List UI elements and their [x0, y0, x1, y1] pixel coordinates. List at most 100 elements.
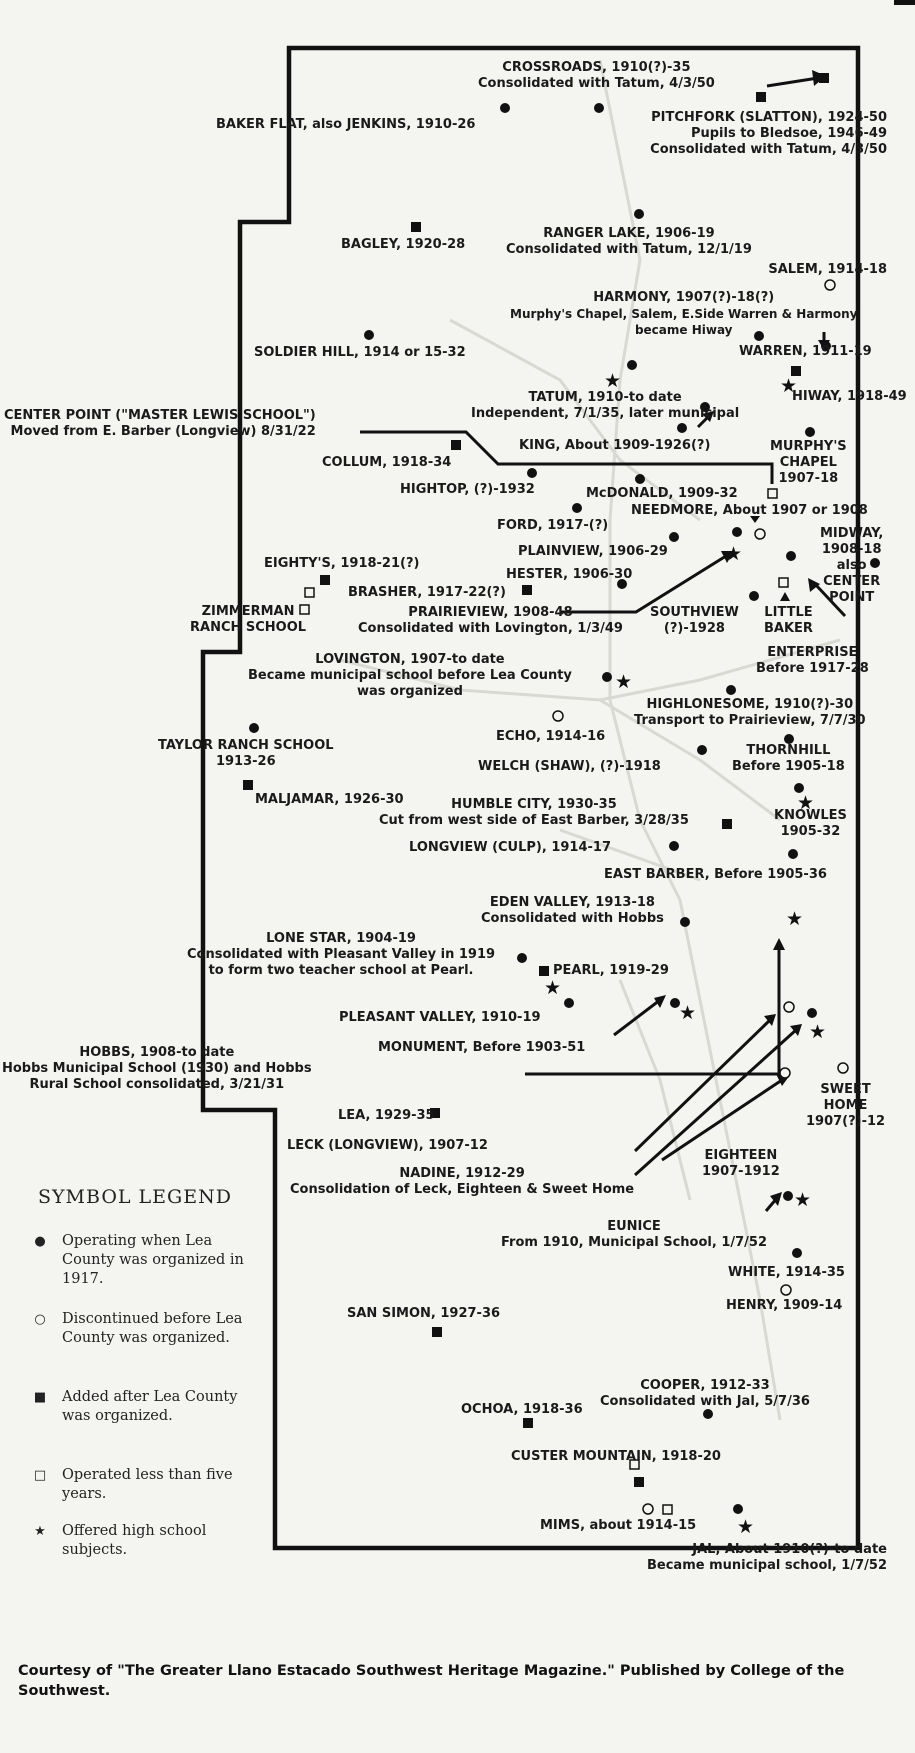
filled-circle-icon: ●: [34, 1234, 46, 1249]
label-eunice-note: From 1910, Municipal School, 1/7/52: [501, 1235, 768, 1250]
label-thornhill-name: THORNHILL: [746, 743, 831, 758]
label-nadine-note: Consolidation of Leck, Eighteen & Sweet …: [290, 1182, 635, 1197]
label-murphys-line-1: MURPHY'S: [770, 439, 847, 454]
svg-text:★: ★: [544, 977, 561, 999]
label-white: WHITE, 1914-35: [728, 1265, 845, 1280]
legend-item-short-lived: □ Operated less than five years.: [30, 1466, 260, 1508]
legend-item-text: Offered high school subjects.: [62, 1523, 207, 1558]
small-markers: [750, 516, 790, 601]
label-midway-also: also: [836, 558, 867, 573]
label-leck: LECK (LONGVIEW), 1907-12: [287, 1138, 488, 1153]
label-enterprise-name: ENTERPRISE: [767, 645, 858, 660]
svg-text:★: ★: [794, 1189, 811, 1211]
label-knowles-years: 1905-32: [780, 824, 841, 839]
legend-item-added: ■ Added after Lea County was organized.: [30, 1388, 260, 1450]
label-center-point-name: CENTER POINT ("MASTER LEWIS SCHOOL"): [4, 408, 316, 423]
label-east-barber: EAST BARBER, Before 1905-36: [604, 867, 827, 882]
legend-item-text: Operating when Lea County was organized …: [62, 1233, 244, 1287]
operating-schools: [249, 103, 880, 1514]
legend-item-discontinued: ○ Discontinued before Lea County was org…: [30, 1310, 260, 1372]
corner-mark: [894, 0, 915, 5]
label-nadine-name: NADINE, 1912-29: [399, 1166, 525, 1181]
label-cooper: COOPER, 1912-33 Consolidated with Jal, 5…: [600, 1378, 810, 1410]
label-lovington-note-1: Became municipal school before Lea Count…: [248, 668, 572, 683]
label-eden-valley: EDEN VALLEY, 1913-18 Consolidated with H…: [481, 895, 664, 927]
label-little-baker-line-2: BAKER: [764, 621, 813, 636]
label-southview-name: SOUTHVIEW: [650, 605, 739, 620]
label-zimmerman-line-1: ZIMMERMAN: [201, 604, 295, 619]
label-pearl: PEARL, 1919-29: [553, 963, 669, 978]
label-tatum: TATUM, 1910-to date Independent, 7/1/35,…: [471, 390, 739, 422]
label-highlonesome-name: HIGHLONESOME, 1910(?)-30: [646, 697, 854, 712]
label-little-baker-line-1: LITTLE: [764, 605, 813, 620]
label-baker-flat: BAKER FLAT, also JENKINS, 1910-26: [216, 117, 476, 132]
label-enterprise-years: Before 1917-28: [756, 661, 869, 676]
filled-square-icon: ■: [33, 1390, 47, 1405]
arrowheads: [654, 70, 830, 1206]
label-southview: SOUTHVIEW (?)-1928: [650, 605, 739, 637]
label-eighteen-years: 1907-1912: [702, 1164, 780, 1179]
label-mcdonald: McDONALD, 1909-32: [586, 486, 738, 501]
label-humble-city: HUMBLE CITY, 1930-35 Cut from west side …: [379, 797, 689, 829]
label-taylor-ranch-name: TAYLOR RANCH SCHOOL: [158, 738, 334, 753]
legend-item-text: Operated less than five years.: [62, 1467, 233, 1502]
label-harmony-note-2: became Hiway: [634, 323, 733, 337]
label-hobbs-note-2: Rural School consolidated, 3/21/31: [29, 1077, 285, 1092]
svg-text:★: ★: [797, 792, 814, 814]
label-longview-culp: LONGVIEW (CULP), 1914-17: [409, 840, 611, 855]
legend-item-text: Discontinued before Lea County was organ…: [62, 1311, 243, 1346]
label-sweet-home-line-2: HOME: [823, 1098, 868, 1113]
label-sweet-home-years: 1907(?)-12: [806, 1114, 886, 1129]
label-henry: HENRY, 1909-14: [726, 1298, 843, 1313]
label-taylor-ranch: TAYLOR RANCH SCHOOL 1913-26: [158, 738, 334, 770]
label-echo: ECHO, 1914-16: [496, 729, 606, 744]
high-school-stars: ★★ ★★ ★★ ★★ ★★ ★: [544, 370, 826, 1538]
label-mims: MIMS, about 1914-15: [540, 1518, 697, 1533]
label-zimmerman: ZIMMERMAN RANCH SCHOOL: [190, 604, 306, 636]
label-lone-star: LONE STAR, 1904-19 Consolidated with Ple…: [187, 931, 495, 979]
svg-text:★: ★: [809, 1021, 826, 1043]
label-jal: JAL, About 1910(?)-to date Became munici…: [647, 1542, 887, 1574]
label-hobbs: HOBBS, 1908-to date Hobbs Municipal Scho…: [2, 1045, 312, 1093]
label-eighteen: EIGHTEEN 1907-1912: [702, 1148, 780, 1180]
label-ford: FORD, 1917-(?): [497, 518, 609, 533]
label-zimmerman-line-2: RANCH SCHOOL: [190, 620, 307, 635]
label-bagley: BAGLEY, 1920-28: [341, 237, 466, 252]
label-tatum-name: TATUM, 1910-to date: [528, 390, 682, 405]
open-circle-icon: ○: [34, 1312, 46, 1327]
label-humble-city-name: HUMBLE CITY, 1930-35: [451, 797, 617, 812]
label-pitchfork-note-2: Consolidated with Tatum, 4/3/50: [650, 142, 887, 157]
label-brasher: BRASHER, 1917-22(?): [348, 585, 506, 600]
label-midway-years: 1908-18: [821, 542, 882, 557]
label-highlonesome-note: Transport to Prairieview, 7/7/30: [634, 713, 866, 728]
label-ranger-lake: RANGER LAKE, 1906-19 Consolidated with T…: [506, 226, 752, 258]
label-crossroads-note: Consolidated with Tatum, 4/3/50: [478, 76, 715, 91]
label-eightys: EIGHTY'S, 1918-21(?): [264, 556, 420, 571]
label-san-simon: SAN SIMON, 1927-36: [347, 1306, 501, 1321]
label-eunice-name: EUNICE: [607, 1219, 661, 1234]
label-cooper-note: Consolidated with Jal, 5/7/36: [600, 1394, 810, 1409]
label-lovington: LOVINGTON, 1907-to date Became municipal…: [248, 652, 572, 700]
label-knowles: KNOWLES 1905-32: [774, 808, 847, 840]
label-pitchfork: PITCHFORK (SLATTON), 1924-50 Pupils to B…: [650, 110, 887, 158]
legend-item-high-school: ★ Offered high school subjects.: [30, 1522, 260, 1564]
label-plainview: PLAINVIEW, 1906-29: [518, 544, 668, 559]
label-midway: MIDWAY, 1908-18 also CENTER POINT: [820, 526, 883, 606]
legend-title: SYMBOL LEGEND: [38, 1186, 232, 1208]
legend-item-operating: ● Operating when Lea County was organize…: [30, 1232, 260, 1294]
label-lone-star-note-2: to form two teacher school at Pearl.: [208, 963, 474, 978]
label-hobbs-note-1: Hobbs Municipal School (1930) and Hobbs: [2, 1061, 312, 1076]
label-center-point-note: Moved from E. Barber (Longview) 8/31/22: [10, 424, 316, 439]
label-harmony-note-1: Murphy's Chapel, Salem, E.Side Warren & …: [510, 307, 858, 321]
label-jal-name: JAL, About 1910(?)-to date: [692, 1542, 887, 1557]
label-pleasant-valley: PLEASANT VALLEY, 1910-19: [339, 1010, 541, 1025]
label-ranger-lake-note: Consolidated with Tatum, 12/1/19: [506, 242, 752, 257]
label-maljamar: MALJAMAR, 1926-30: [255, 792, 404, 807]
label-hightop: HIGHTOP, (?)-1932: [400, 482, 535, 497]
label-pitchfork-note-1: Pupils to Bledsoe, 1946-49: [690, 126, 887, 141]
svg-text:★: ★: [679, 1002, 696, 1024]
svg-text:★: ★: [615, 671, 632, 693]
label-hiway: HIWAY, 1918-49: [792, 389, 907, 404]
label-highlonesome: HIGHLONESOME, 1910(?)-30 Transport to Pr…: [634, 697, 866, 729]
